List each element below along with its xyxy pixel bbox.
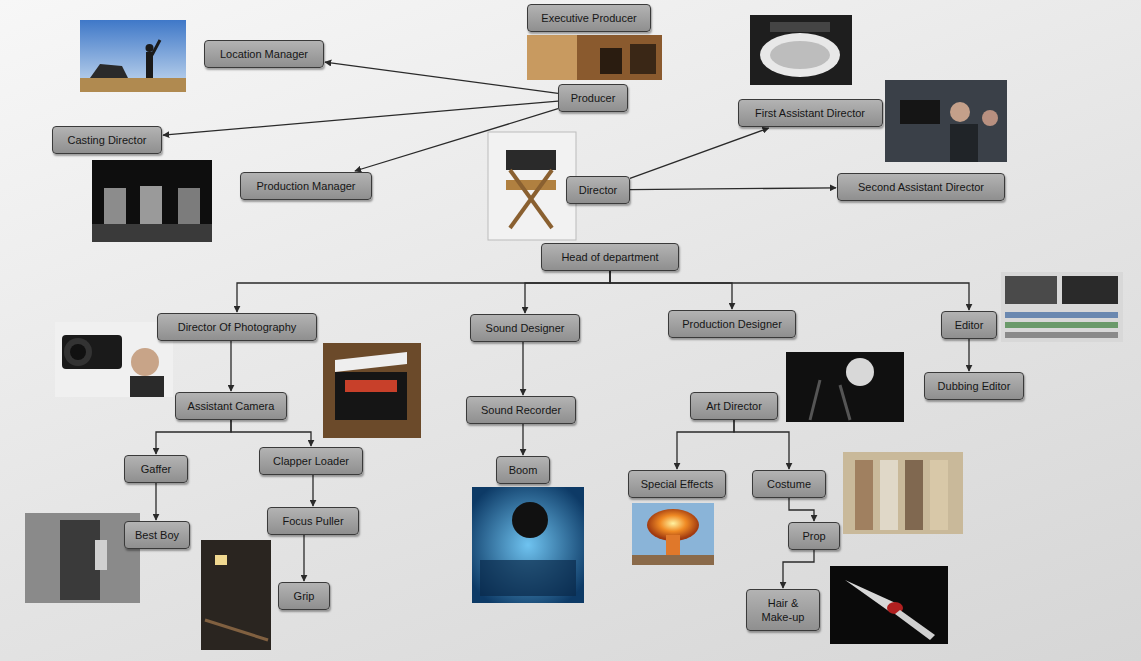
role-box: Hair & Make-up [746, 589, 820, 631]
role-box: Special Effects [628, 470, 726, 498]
best-boy-photo [25, 513, 140, 603]
role-box: Head of department [541, 243, 679, 271]
hierarchy-arrow [522, 424, 523, 455]
role-label: Gaffer [133, 462, 179, 476]
role-box: Sound Designer [470, 314, 580, 342]
role-label: Costume [761, 477, 817, 491]
role-box: Art Director [690, 392, 778, 420]
camera-crew-photo [885, 80, 1007, 162]
role-box: Prop [788, 522, 840, 550]
hierarchy-arrow [525, 271, 610, 313]
hierarchy-arrow [325, 62, 558, 93]
role-box: Boom [496, 456, 550, 484]
role-box: Location Manager [204, 40, 324, 68]
role-label: Executive Producer [536, 11, 642, 25]
hierarchy-arrow [155, 483, 156, 520]
hierarchy-arrow [522, 342, 523, 395]
clapboard-photo [750, 15, 852, 85]
hierarchy-arrow [303, 535, 304, 581]
role-box: Clapper Loader [259, 447, 363, 475]
role-label: Second Assistant Director [846, 180, 996, 194]
role-box: Focus Puller [267, 507, 359, 535]
role-box: Editor [941, 311, 997, 339]
role-label: Director Of Photography [166, 320, 308, 334]
hierarchy-arrow [156, 420, 231, 454]
role-box: Director Of Photography [157, 313, 317, 341]
hierarchy-arrow [230, 341, 231, 391]
camera-photo [55, 322, 173, 397]
location-photo [80, 20, 186, 92]
role-box: First Assistant Director [738, 99, 883, 127]
role-box: Producer [558, 84, 628, 112]
role-label: Boom [505, 463, 541, 477]
studio-photo [201, 540, 271, 650]
role-label: First Assistant Director [747, 106, 874, 120]
casting-photo [92, 160, 212, 242]
role-box: Assistant Camera [175, 392, 287, 420]
role-label: Production Manager [249, 179, 363, 193]
role-label: Producer [567, 91, 619, 105]
set-photo [786, 352, 904, 422]
role-label: Grip [287, 589, 321, 603]
role-box: Gaffer [124, 455, 188, 483]
role-label: Focus Puller [276, 514, 350, 528]
executive-producer-photo [527, 35, 662, 80]
hierarchy-arrow [237, 271, 610, 312]
role-label: Assistant Camera [184, 399, 278, 413]
hierarchy-arrow [783, 550, 814, 588]
role-box: Dubbing Editor [924, 372, 1024, 400]
role-label: Dubbing Editor [933, 379, 1015, 393]
role-label: Sound Designer [479, 321, 571, 335]
mixer-photo [472, 487, 584, 603]
hierarchy-arrow [789, 498, 814, 521]
role-label: Location Manager [213, 47, 315, 61]
role-box: Director [566, 176, 630, 204]
hierarchy-arrow [677, 420, 734, 469]
role-label: Director [575, 183, 621, 197]
role-box: Second Assistant Director [837, 173, 1005, 201]
role-label: Art Director [699, 399, 769, 413]
role-box: Best Boy [124, 521, 190, 549]
hierarchy-arrow [734, 420, 789, 469]
hierarchy-arrow [312, 475, 313, 506]
explosion-photo [632, 503, 714, 565]
role-box: Casting Director [52, 126, 162, 154]
role-label: Sound Recorder [475, 403, 567, 417]
hierarchy-arrow [163, 101, 558, 135]
role-box: Grip [278, 582, 330, 610]
role-box: Sound Recorder [466, 396, 576, 424]
clapper-photo [323, 343, 421, 438]
hierarchy-arrow [610, 271, 732, 309]
role-label: Production Designer [677, 317, 787, 331]
hierarchy-arrow [630, 128, 769, 178]
director-chair-photo [488, 132, 576, 240]
role-label: Hair & Make-up [755, 596, 811, 624]
role-box: Executive Producer [527, 4, 651, 32]
editing-photo [1001, 272, 1123, 342]
role-box: Costume [752, 470, 826, 498]
role-label: Special Effects [637, 477, 717, 491]
role-label: Editor [950, 318, 988, 332]
role-box: Production Manager [240, 172, 372, 200]
costume-photo [843, 452, 963, 534]
role-label: Prop [797, 529, 831, 543]
makeup-photo [830, 566, 948, 644]
role-label: Head of department [550, 250, 670, 264]
hierarchy-arrow [355, 109, 558, 171]
hierarchy-arrow [968, 339, 969, 371]
role-label: Casting Director [61, 133, 153, 147]
role-box: Production Designer [668, 310, 796, 338]
hierarchy-arrow [610, 271, 969, 310]
role-label: Clapper Loader [268, 454, 354, 468]
hierarchy-arrow [630, 188, 836, 190]
hierarchy-arrow [231, 420, 311, 446]
role-label: Best Boy [133, 528, 181, 542]
